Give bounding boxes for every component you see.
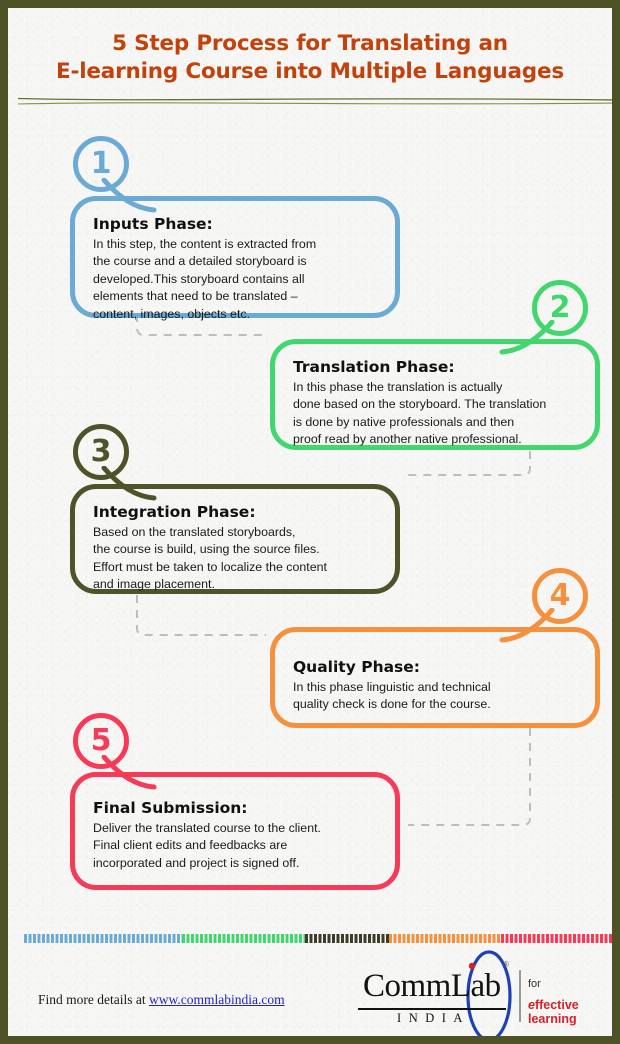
step-3-box: Integration Phase: Based on the translat… — [70, 484, 400, 594]
color-stripe-bar — [24, 934, 612, 943]
step-1-box: Inputs Phase: In this step, the content … — [70, 196, 400, 321]
step-3-number: 3 — [90, 434, 112, 469]
step-4-box: Quality Phase: In this phase linguistic … — [270, 627, 600, 728]
step-4-badge: 4 — [532, 568, 588, 624]
commlab-website-link[interactable]: www.commlabindia.com — [148, 992, 285, 1007]
page-header: 5 Step Process for Translating an E-lear… — [8, 30, 612, 87]
step-3-badge: 3 — [73, 424, 129, 480]
step-2-heading: Translation Phase: — [293, 358, 455, 376]
step-5-box: Final Submission: Deliver the translated… — [70, 772, 400, 890]
step-2-body: In this phase the translation is actuall… — [293, 380, 547, 447]
logo-subtext: INDIA — [397, 1011, 470, 1025]
step-3-heading: Integration Phase: — [93, 503, 256, 521]
stripe-segment-1 — [24, 934, 183, 943]
step-1-badge: 1 — [73, 136, 129, 192]
step-2-badge: 2 — [532, 280, 588, 336]
logo-tagline-for: for — [528, 978, 541, 990]
step-1-number: 1 — [90, 146, 112, 181]
logo-wordmark: CommLab — [363, 968, 501, 1004]
commlab-logo[interactable]: ® CommLab INDIA for effective learning — [353, 950, 603, 1036]
registered-mark: ® — [503, 960, 509, 969]
step-2-number: 2 — [549, 290, 571, 325]
logo-underline — [358, 1008, 506, 1010]
stripe-segment-2 — [182, 934, 306, 943]
logo-tagline-rest: ffective learning — [528, 998, 579, 1026]
stripe-segment-5 — [500, 934, 612, 943]
step-4-body: In this phase linguistic and technical q… — [293, 680, 491, 712]
step-3-body: Based on the translated storyboards, the… — [93, 525, 327, 592]
step-4-number: 4 — [549, 578, 571, 613]
logo-divider — [519, 970, 521, 1022]
step-5-badge: 5 — [73, 713, 129, 769]
step-1-body: In this step, the content is extracted f… — [93, 237, 317, 321]
stripe-segment-3 — [305, 934, 390, 943]
stripe-segment-4 — [389, 934, 501, 943]
step-2-box: Translation Phase: In this phase the tra… — [270, 339, 600, 450]
page-title-line-1: 5 Step Process for Translating an — [112, 31, 508, 56]
step-5-body: Deliver the translated course to the cli… — [93, 821, 321, 870]
header-divider — [18, 97, 612, 105]
step-4-heading: Quality Phase: — [293, 658, 420, 676]
footer-note-prefix: Find more details at — [38, 992, 149, 1007]
step-1-heading: Inputs Phase: — [93, 215, 213, 233]
page-title-line-2: E-learning Course into Multiple Language… — [56, 59, 564, 85]
step-5-heading: Final Submission: — [93, 799, 248, 817]
logo-tagline: effective learning — [528, 998, 603, 1026]
step-5-number: 5 — [90, 723, 112, 758]
footer-note: Find more details at www.commlabindia.co… — [38, 992, 285, 1008]
logo-tagline-lead: e — [528, 998, 535, 1012]
